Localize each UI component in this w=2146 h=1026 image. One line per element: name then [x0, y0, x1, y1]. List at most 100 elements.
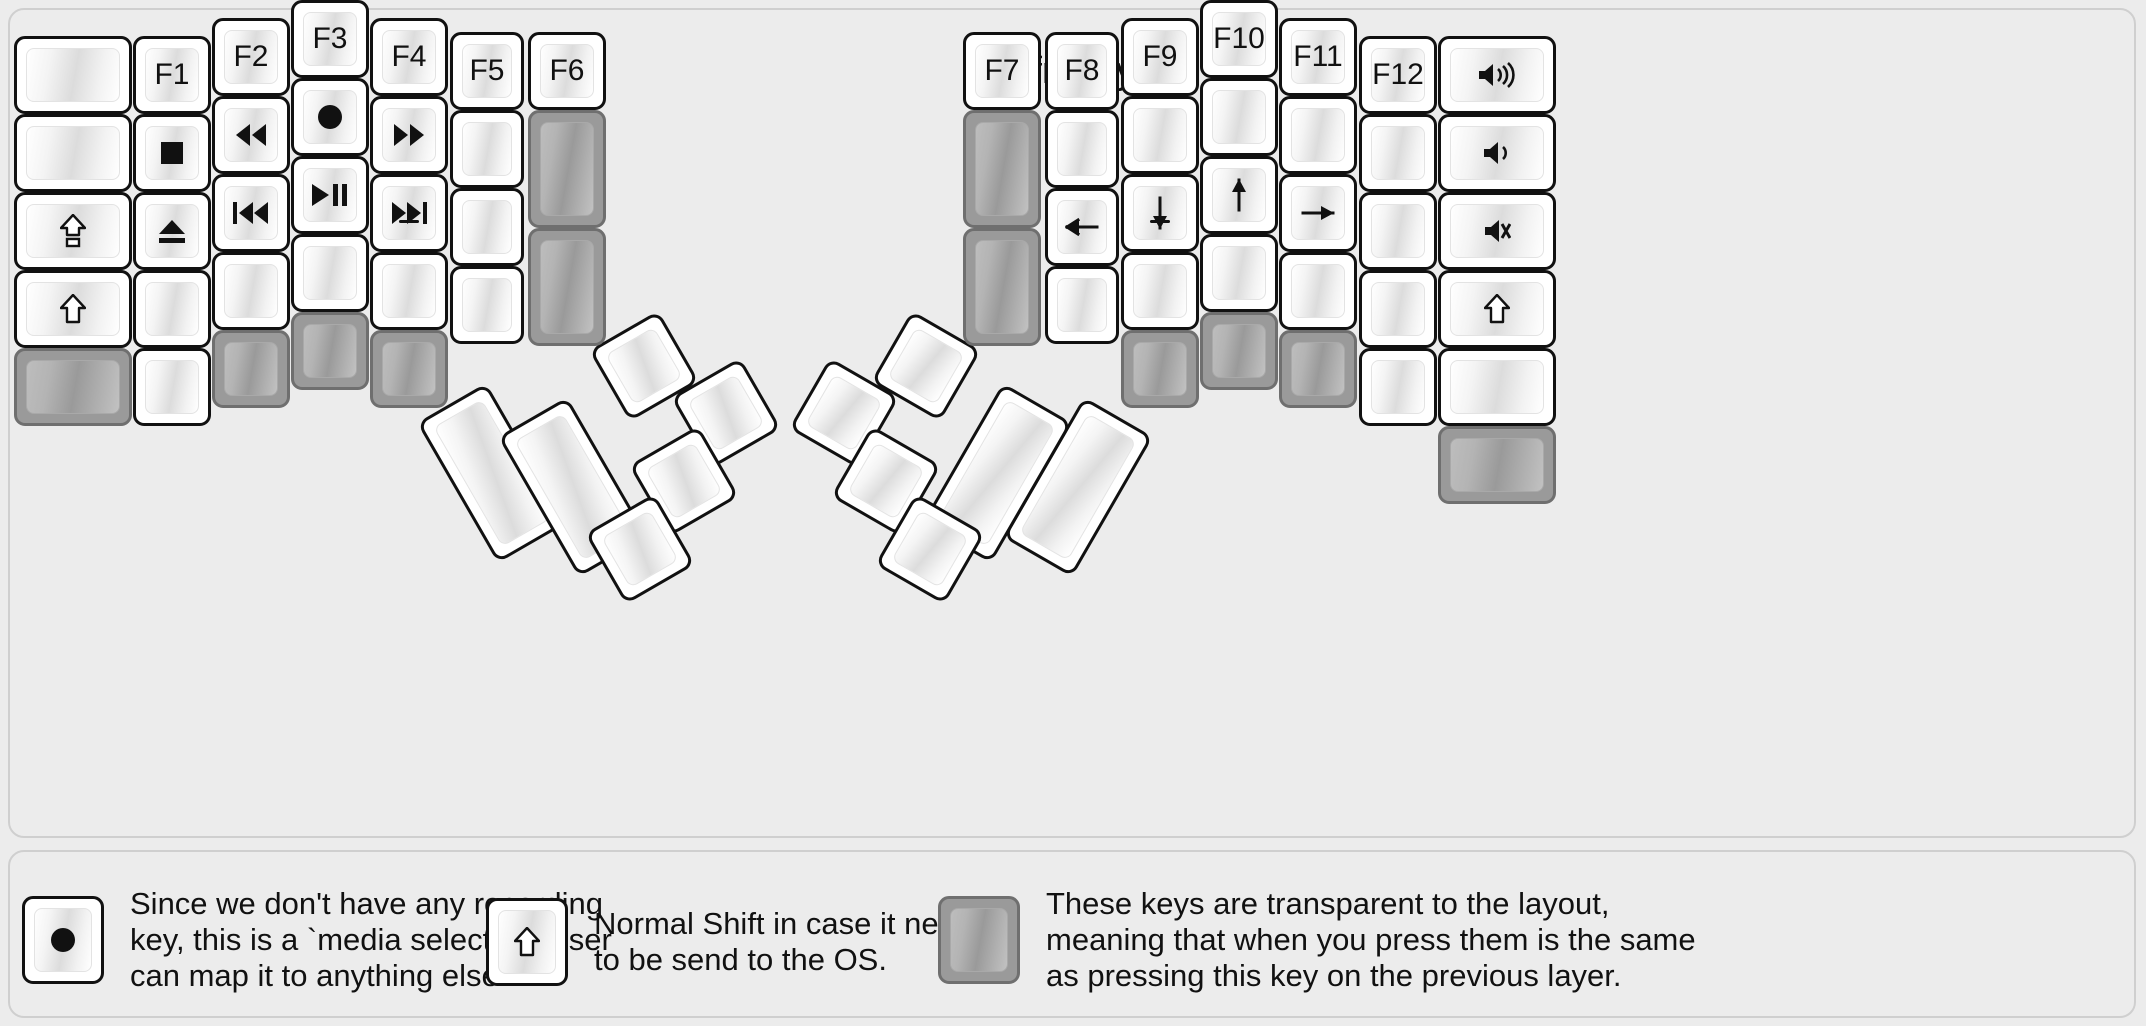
legend-item-2: Normal Shift in case it needs to be send… — [486, 898, 989, 986]
key-blank-left-5-1[interactable] — [450, 110, 524, 188]
key-f3-left-3-0[interactable]: F3 — [291, 0, 369, 78]
key-blank-left-2-3[interactable] — [212, 252, 290, 330]
key-blank-right-6-4[interactable] — [1438, 348, 1556, 426]
key-media-eject-left-1-2[interactable] — [133, 192, 211, 270]
key-blank-left-5-3[interactable] — [450, 266, 524, 344]
key-volume-up-right-6-0[interactable] — [1438, 36, 1556, 114]
key-media-play-pause-left-3-2[interactable] — [291, 156, 369, 234]
arrow-up-icon — [1228, 178, 1250, 212]
key-blank-left-0-1[interactable] — [14, 114, 132, 192]
key-f11-right-4-0[interactable]: F11 — [1279, 18, 1357, 96]
keycap-surface: F5 — [462, 44, 512, 98]
key-blank-right-1-1[interactable] — [1045, 110, 1119, 188]
media-eject-icon — [157, 218, 187, 244]
legend-text-2: Normal Shift in case it needs to be send… — [594, 906, 989, 977]
key-shift-lock-left-0-2[interactable] — [14, 192, 132, 270]
keycap-surface — [605, 326, 683, 406]
keycap-label: F1 — [154, 58, 190, 91]
key-blank-right-3-3[interactable] — [1200, 234, 1278, 312]
keycap-surface: F12 — [1371, 48, 1425, 102]
keycap-surface — [1057, 122, 1107, 176]
keycap-surface — [1450, 126, 1544, 180]
key-blank-left-1-4[interactable] — [133, 348, 211, 426]
key-f8-right-1-0[interactable]: F8 — [1045, 32, 1119, 110]
key-arrow-right-right-4-2[interactable] — [1279, 174, 1357, 252]
keycap-surface — [26, 48, 120, 102]
key-media-rewind-left-2-1[interactable] — [212, 96, 290, 174]
key-blank-right-2-3[interactable] — [1121, 252, 1199, 330]
keycap-surface — [1371, 360, 1425, 414]
media-prev-track-icon — [232, 202, 270, 224]
key-transparent-right-2-4[interactable] — [1121, 330, 1199, 408]
keycap-surface — [224, 264, 278, 318]
key-shift-right-6-3[interactable] — [1438, 270, 1556, 348]
arrow-right-icon — [1301, 202, 1335, 224]
key-blank-left-5-2[interactable] — [450, 188, 524, 266]
key-transparent-left-3-4[interactable] — [291, 312, 369, 390]
homing-bar-icon — [1150, 220, 1170, 223]
key-media-fast-forward-left-4-1[interactable] — [370, 96, 448, 174]
key-f5-left-5-0[interactable]: F5 — [450, 32, 524, 110]
key-blank-left-4-3[interactable] — [370, 252, 448, 330]
key-f1-left-1-0[interactable]: F1 — [133, 36, 211, 114]
key-blank-left-0-0[interactable] — [14, 36, 132, 114]
key-f12-right-5-0[interactable]: F12 — [1359, 36, 1437, 114]
key-transparent-right-0-1[interactable] — [963, 110, 1041, 228]
keycap-surface — [145, 204, 199, 258]
keycap-surface — [462, 278, 512, 332]
keycap-surface — [1212, 324, 1266, 378]
keycap-surface — [891, 509, 969, 589]
key-transparent-right-0-2[interactable] — [963, 228, 1041, 346]
key-blank-right-5-3[interactable] — [1359, 270, 1437, 348]
key-blank-left-1-3[interactable] — [133, 270, 211, 348]
keycap-surface — [145, 360, 199, 414]
key-f9-right-2-0[interactable]: F9 — [1121, 18, 1199, 96]
key-volume-down-right-6-1[interactable] — [1438, 114, 1556, 192]
key-transparent-left-0-4[interactable] — [14, 348, 132, 426]
key-blank-right-5-2[interactable] — [1359, 192, 1437, 270]
key-arrow-left-right-1-2[interactable] — [1045, 188, 1119, 266]
key-f2-left-2-0[interactable]: F2 — [212, 18, 290, 96]
key-transparent-left-2-4[interactable] — [212, 330, 290, 408]
volume-mute-icon — [1483, 217, 1511, 245]
key-transparent-left-6-1[interactable] — [528, 110, 606, 228]
key-blank-right-2-1[interactable] — [1121, 96, 1199, 174]
keycap-surface — [382, 342, 436, 396]
key-blank-right-5-1[interactable] — [1359, 114, 1437, 192]
key-f4-left-4-0[interactable]: F4 — [370, 18, 448, 96]
key-blank-right-1-3[interactable] — [1045, 266, 1119, 344]
key-media-prev-track-left-2-2[interactable] — [212, 174, 290, 252]
shift-lock-icon — [60, 214, 86, 248]
key-media-stop-left-1-1[interactable] — [133, 114, 211, 192]
keycap-surface — [950, 907, 1008, 972]
keycap-surface — [303, 246, 357, 300]
key-media-next-track-left-4-2[interactable] — [370, 174, 448, 252]
key-blank-left-3-3[interactable] — [291, 234, 369, 312]
key-blank-right-4-1[interactable] — [1279, 96, 1357, 174]
key-f6-left-6-0[interactable]: F6 — [528, 32, 606, 110]
key-arrow-up-right-3-2[interactable] — [1200, 156, 1278, 234]
key-f10-right-3-0[interactable]: F10 — [1200, 0, 1278, 78]
key-volume-mute-right-6-2[interactable] — [1438, 192, 1556, 270]
keycap-surface — [145, 126, 199, 180]
keycap-surface — [1291, 342, 1345, 396]
key-shift-left-0-3[interactable] — [14, 270, 132, 348]
key-media-record-left-3-1[interactable] — [291, 78, 369, 156]
keycap-surface — [1450, 438, 1544, 492]
key-transparent-right-6-5[interactable] — [1438, 426, 1556, 504]
key-transparent-right-3-4[interactable] — [1200, 312, 1278, 390]
keycap-surface — [1291, 264, 1345, 318]
key-blank-right-4-3[interactable] — [1279, 252, 1357, 330]
key-transparent-left-6-2[interactable] — [528, 228, 606, 346]
keycap-surface — [887, 326, 965, 406]
keycap-surface — [498, 910, 556, 974]
legend-panel — [8, 850, 2136, 1018]
key-blank-right-5-4[interactable] — [1359, 348, 1437, 426]
key-blank-right-3-1[interactable] — [1200, 78, 1278, 156]
legend-item-3: These keys are transparent to the layout… — [938, 886, 1696, 994]
arrow-down-icon — [1149, 196, 1171, 230]
key-arrow-down-right-2-2[interactable] — [1121, 174, 1199, 252]
key-f7-right-0-0[interactable]: F7 — [963, 32, 1041, 110]
key-transparent-right-4-4[interactable] — [1279, 330, 1357, 408]
key-transparent-left-4-4[interactable] — [370, 330, 448, 408]
